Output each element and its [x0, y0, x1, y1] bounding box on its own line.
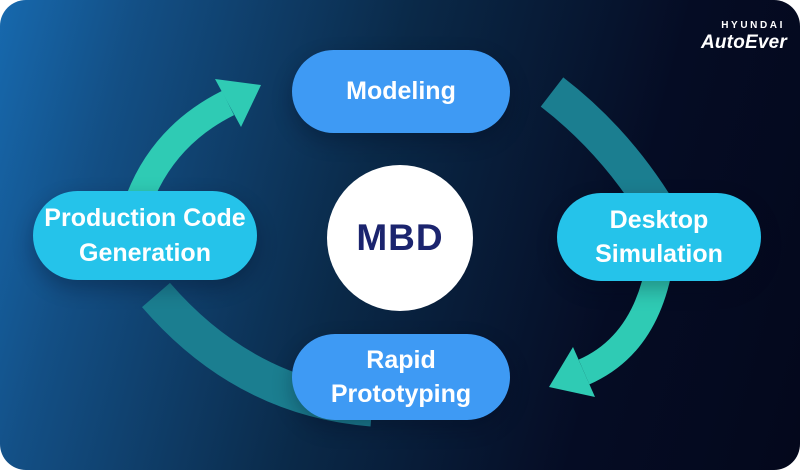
- node-production-code-generation: Production Code Generation: [33, 191, 257, 280]
- center-circle-mbd: MBD: [327, 165, 473, 311]
- node-desktop-simulation-label: Desktop Simulation: [595, 205, 723, 269]
- arrow-left-up-head-icon: [215, 79, 261, 127]
- node-modeling: Modeling: [292, 50, 510, 133]
- node-rapid-prototyping: Rapid Prototyping: [292, 334, 510, 420]
- node-rapid-prototyping-label: Rapid Prototyping: [330, 345, 472, 409]
- node-modeling-label: Modeling: [346, 77, 456, 106]
- center-label: MBD: [356, 217, 444, 258]
- logo-brand-autoever: AutoEver: [700, 32, 787, 53]
- logo-brand-hyundai: HYUNDAI: [721, 20, 785, 31]
- arrow-right-downleft-head-icon: [549, 347, 595, 397]
- node-desktop-simulation: Desktop Simulation: [557, 193, 761, 281]
- hyundai-autoever-logo: HYUNDAI AutoEver: [700, 20, 787, 53]
- node-production-code-generation-label: Production Code Generation: [44, 204, 246, 267]
